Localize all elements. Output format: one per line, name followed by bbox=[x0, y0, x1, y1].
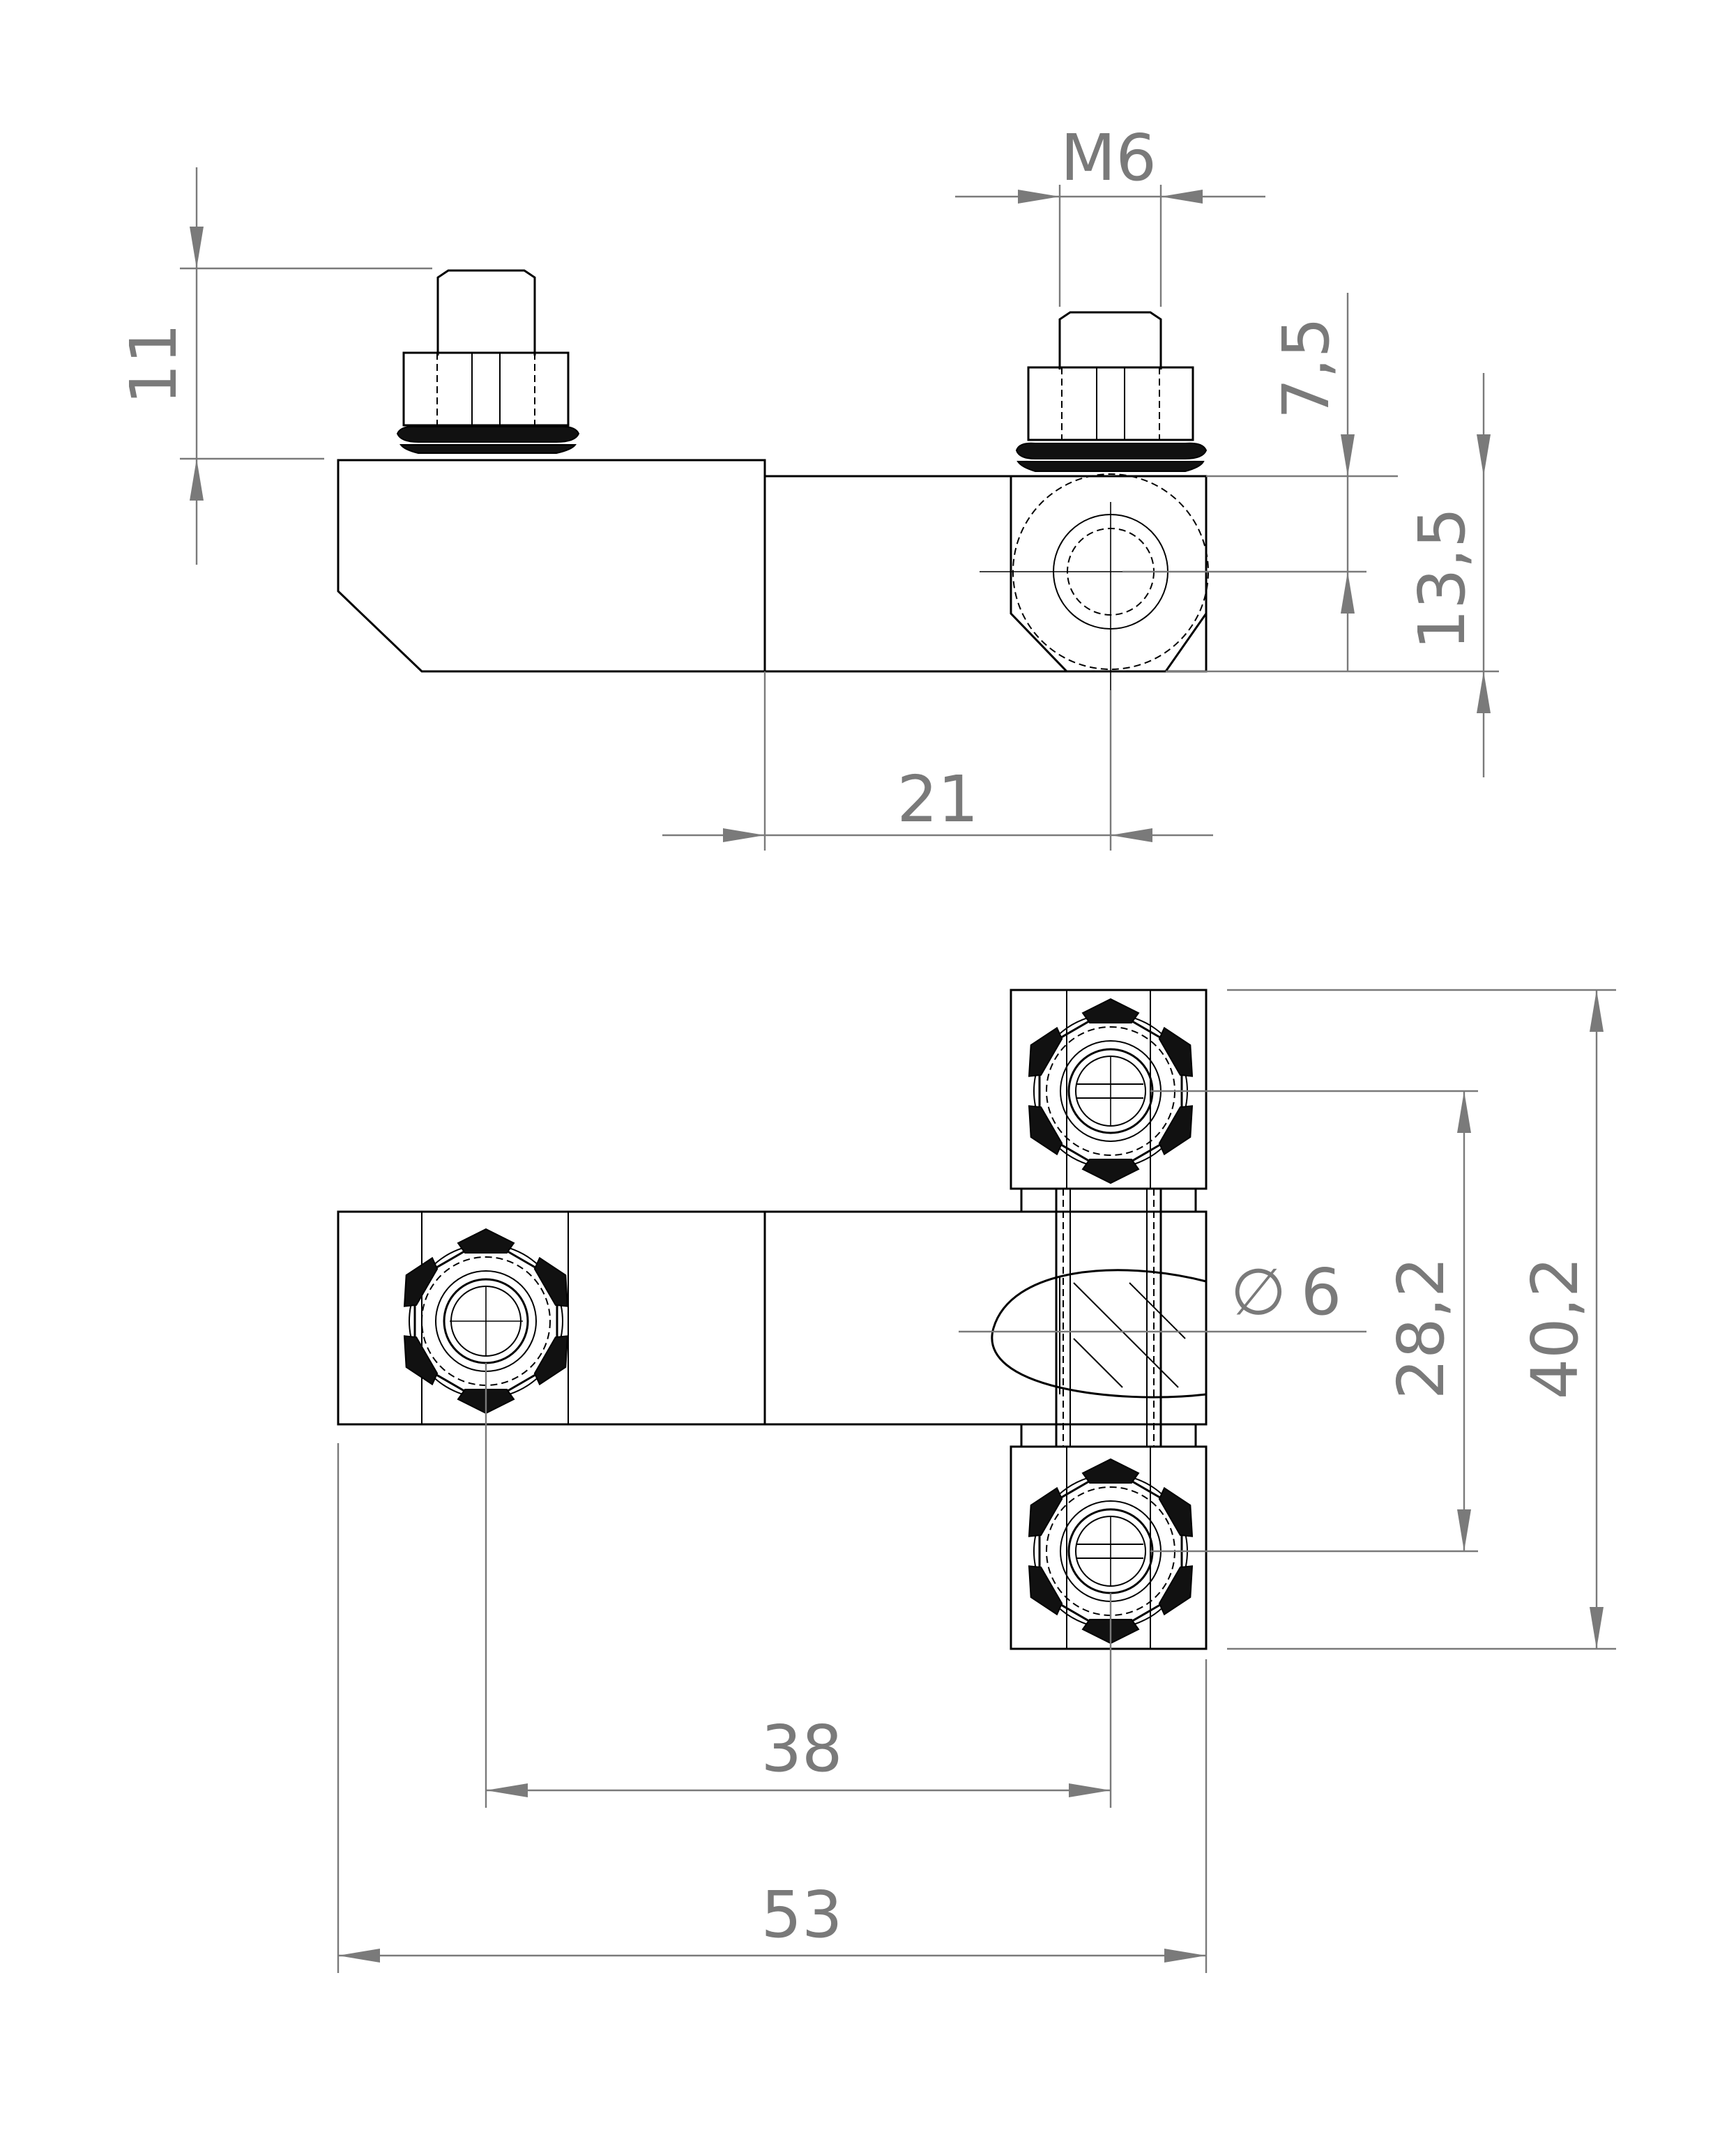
dim-bolt-spacing: 38 bbox=[485, 1363, 1112, 1808]
dim-thread-size: M6 bbox=[955, 121, 1265, 307]
dim-bolt-protrusion: 11 bbox=[116, 167, 432, 565]
dim-overall-width: 40,2 bbox=[1227, 989, 1616, 1650]
dim-washer-offset: 7,5 bbox=[1122, 293, 1398, 671]
dim-overall-length: 53 bbox=[337, 1443, 1208, 1973]
dim-label-bolt-protrusion: 11 bbox=[116, 323, 191, 404]
dim-bolt-pitch: 28,2 bbox=[1150, 1090, 1478, 1553]
dim-label-hole-offset: 21 bbox=[897, 762, 978, 837]
clamp-body-plan bbox=[337, 1210, 1208, 1426]
clamp-body-side bbox=[337, 459, 1208, 673]
dim-hole-diameter: ∅ 6 bbox=[959, 1255, 1366, 1333]
dim-label-hole-diameter-symbol: ∅ bbox=[1231, 1255, 1286, 1330]
end-block-side bbox=[1010, 475, 1208, 673]
dim-label-thread-size: M6 bbox=[1060, 121, 1157, 195]
dim-label-bolt-spacing: 38 bbox=[761, 1712, 842, 1786]
dim-block-height: 13,5 bbox=[1166, 373, 1499, 777]
dim-label-overall-width: 40,2 bbox=[1518, 1257, 1592, 1400]
dim-label-washer-offset: 7,5 bbox=[1269, 317, 1343, 419]
side-view: 11 M6 7,5 13,5 bbox=[116, 121, 1499, 851]
right-bolt-side bbox=[1015, 311, 1208, 472]
left-bolt-side bbox=[396, 269, 580, 454]
dim-hole-offset: 21 bbox=[662, 671, 1213, 851]
plan-view: ∅ 6 28,2 40,2 38 bbox=[337, 989, 1616, 1973]
dim-label-bolt-pitch: 28,2 bbox=[1384, 1257, 1459, 1400]
dim-label-hole-diameter: 6 bbox=[1301, 1255, 1342, 1330]
dim-label-block-height: 13,5 bbox=[1405, 508, 1479, 650]
cross-slot bbox=[991, 1269, 1207, 1399]
dim-label-overall-length: 53 bbox=[761, 1877, 842, 1952]
